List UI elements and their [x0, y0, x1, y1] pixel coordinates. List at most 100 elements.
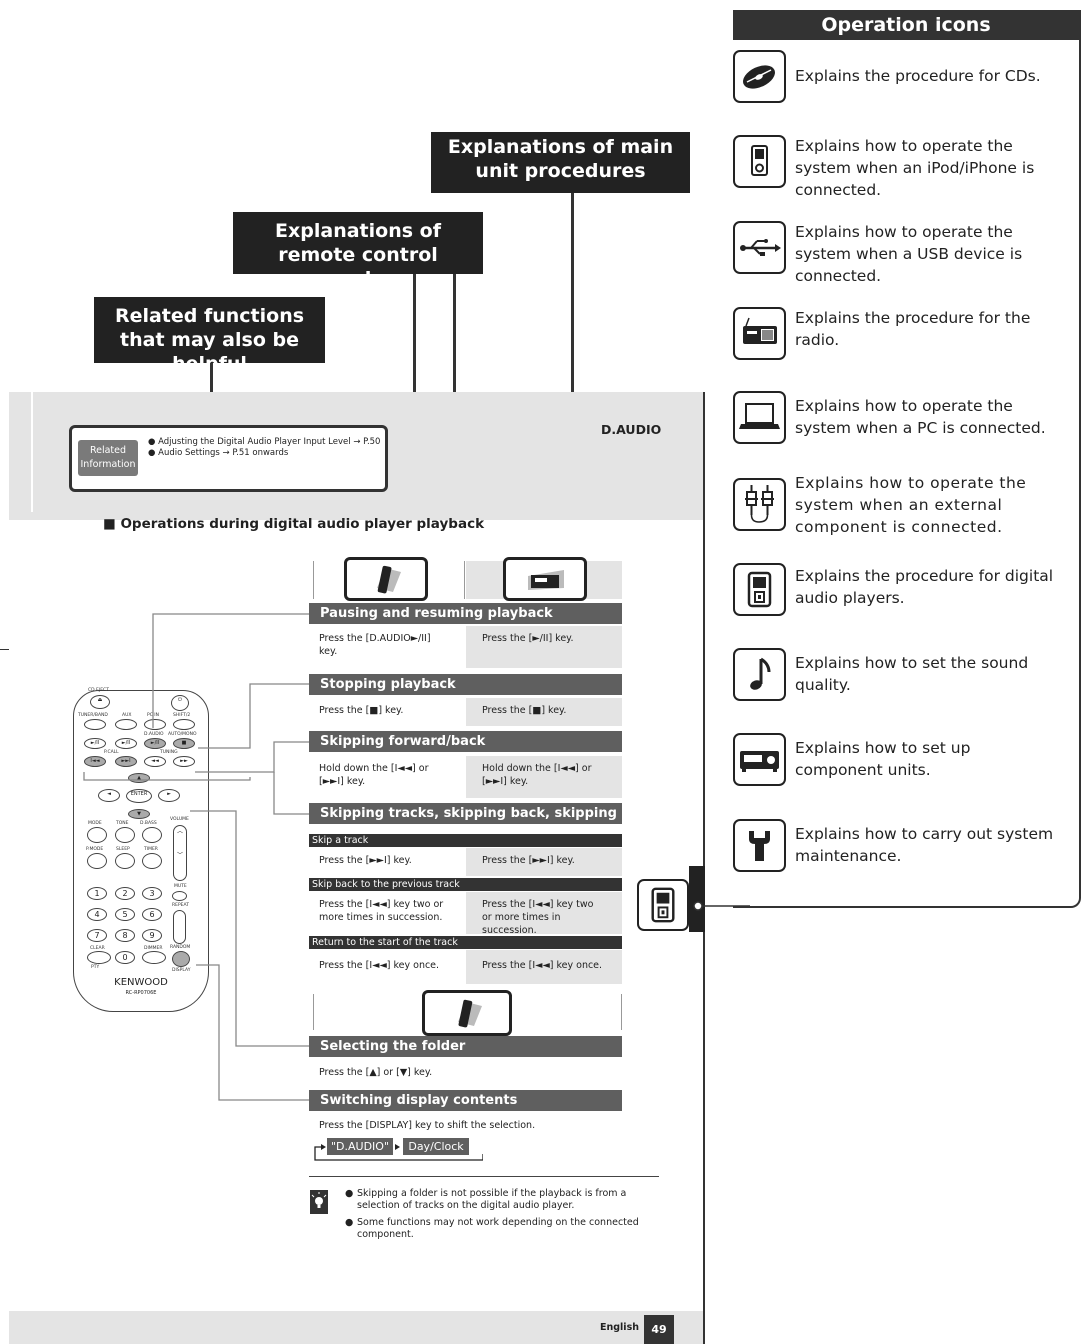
remote-display-text: Press the [DISPLAY] key to shift the sel… [319, 1120, 536, 1131]
remote-model: RC-RP0706E [125, 990, 157, 996]
pc-icon [733, 391, 786, 444]
enter-button[interactable]: ENTER [126, 789, 152, 803]
pc-in-button[interactable] [144, 719, 166, 730]
prev-track-button[interactable]: I◄◄ [84, 756, 106, 767]
number-9-button[interactable]: 9 [142, 929, 162, 942]
cd-eject-button[interactable]: ⏏ [90, 695, 110, 709]
main-stop-text: Press the [■] key. [466, 698, 622, 726]
subrow-return-start: Return to the start of the track [309, 936, 622, 949]
column-separator [464, 561, 465, 599]
op-text-radio: Explains the procedure for the radio. [795, 309, 1031, 349]
op-text-component: Explains how to set up component units. [795, 739, 971, 779]
operation-icons-panel: Operation icons Explains the procedure f… [733, 10, 1081, 908]
p-mode-button[interactable] [87, 853, 107, 869]
number-3-button[interactable]: 3 [142, 887, 162, 900]
number-7-button[interactable]: 7 [87, 929, 107, 942]
callout-main-unit: Explanations of main unit procedures [431, 132, 690, 193]
right-button[interactable]: ► [158, 789, 180, 802]
main-unit-icon [503, 557, 587, 601]
op-text-ipod: Explains how to operate the system when … [795, 137, 1035, 199]
op-text-pc: Explains how to operate the system when … [795, 397, 1046, 437]
wrench-icon [733, 819, 786, 872]
page-number: 49 [644, 1315, 674, 1344]
remote-skip-track-text: Press the [►►I] key. [319, 855, 412, 866]
op-text-external: Explains how to operate the system when … [795, 474, 1027, 536]
display-option-daudio: "D.AUDIO" [327, 1138, 393, 1155]
display-button[interactable] [172, 951, 190, 967]
play-pause-button-2[interactable]: ►/II [115, 738, 137, 749]
play-pause-button[interactable]: ►/II [84, 738, 106, 749]
next-track-button[interactable]: ►►I [115, 756, 137, 767]
note-item: ●Skipping a folder is not possible if th… [345, 1188, 627, 1211]
op-text-dap: Explains the procedure for digital audio… [795, 567, 1054, 607]
sleep-button[interactable] [115, 853, 135, 869]
side-tab-marker [689, 866, 705, 932]
music-note-icon [733, 648, 786, 701]
digital-audio-player-icon [733, 563, 786, 616]
shift-button[interactable] [173, 719, 195, 730]
callout-related: Related functions that may also be helpf… [94, 297, 325, 375]
section-heading: ■ Operations during digital audio player… [103, 516, 485, 532]
left-button[interactable]: ◄ [98, 789, 120, 802]
number-0-button[interactable]: 0 [115, 951, 135, 964]
remote-control-icon [344, 557, 428, 601]
timer-button[interactable] [142, 853, 162, 869]
aux-button[interactable] [115, 719, 137, 730]
rewind-button[interactable]: ◄◄ [144, 756, 166, 767]
mute-button[interactable] [172, 891, 187, 901]
page-footer-band [9, 1311, 703, 1344]
dimmer-button[interactable] [142, 951, 166, 964]
ipod-icon [733, 135, 786, 188]
subrow-skip-a-track: Skip a track [309, 834, 622, 847]
operation-icons-title: Operation icons [733, 10, 1079, 40]
remote-return-start-text: Press the [I◄◄] key once. [319, 960, 440, 971]
display-option-clock: Day/Clock [403, 1138, 469, 1155]
external-component-icon [733, 478, 786, 531]
up-button[interactable]: ▲ [128, 773, 150, 783]
usb-icon [733, 221, 786, 274]
main-return-start-text: Press the [I◄◄] key once. [466, 950, 622, 984]
clear-button[interactable] [87, 951, 111, 964]
radio-icon [733, 307, 786, 360]
power-button[interactable]: ⏻ [171, 695, 189, 711]
number-5-button[interactable]: 5 [115, 908, 135, 921]
remote-brand: KENWOOD [114, 977, 168, 988]
callout-remote: Explanations of remote control procedure… [233, 212, 483, 290]
remote-connector-lines [83, 613, 309, 1101]
d-bass-button[interactable] [142, 827, 162, 843]
main-pause-text: Press the [►/II] key. [466, 626, 622, 668]
number-8-button[interactable]: 8 [115, 929, 135, 942]
repeat-random-rocker[interactable] [173, 910, 186, 944]
number-2-button[interactable]: 2 [115, 887, 135, 900]
main-skip-track-text: Press the [►►I] key. [466, 848, 622, 876]
row-title-folder: Selecting the folder [309, 1036, 622, 1057]
related-item[interactable]: ● Adjusting the Digital Audio Player Inp… [148, 437, 381, 447]
related-item[interactable]: ● Audio Settings → P.51 onwards [148, 448, 289, 458]
d-audio-play-button[interactable]: ►/II [144, 738, 166, 749]
number-4-button[interactable]: 4 [87, 908, 107, 921]
left-margin-mark [0, 649, 9, 650]
component-unit-icon [733, 733, 786, 786]
volume-rocker[interactable]: ︿﹀ [173, 825, 187, 881]
fast-forward-button[interactable]: ►► [173, 756, 195, 767]
remote-stop-text: Press the [■] key. [319, 705, 404, 716]
number-1-button[interactable]: 1 [87, 887, 107, 900]
op-text-cd: Explains the procedure for CDs. [795, 67, 1041, 85]
down-button[interactable]: ▼ [128, 809, 150, 819]
mode-button[interactable] [87, 827, 107, 843]
tuner-band-button[interactable] [84, 719, 106, 730]
row-title-skip-tracks: Skipping tracks, skipping back, skipping… [309, 803, 622, 842]
notes-divider [309, 1176, 659, 1177]
header-band-curve [9, 480, 129, 520]
tone-button[interactable] [115, 827, 135, 843]
remote-control-icon-2 [422, 990, 512, 1036]
number-6-button[interactable]: 6 [142, 908, 162, 921]
header-band-divider [31, 392, 33, 512]
note-item: ●Some functions may not work depending o… [345, 1217, 639, 1240]
stop-button[interactable]: ■ [173, 738, 195, 749]
main-skip-back-text: Press the [I◄◄] key two or more times in… [466, 892, 622, 936]
op-text-sound: Explains how to set the sound quality. [795, 654, 1029, 694]
subrow-skip-back: Skip back to the previous track [309, 878, 622, 891]
